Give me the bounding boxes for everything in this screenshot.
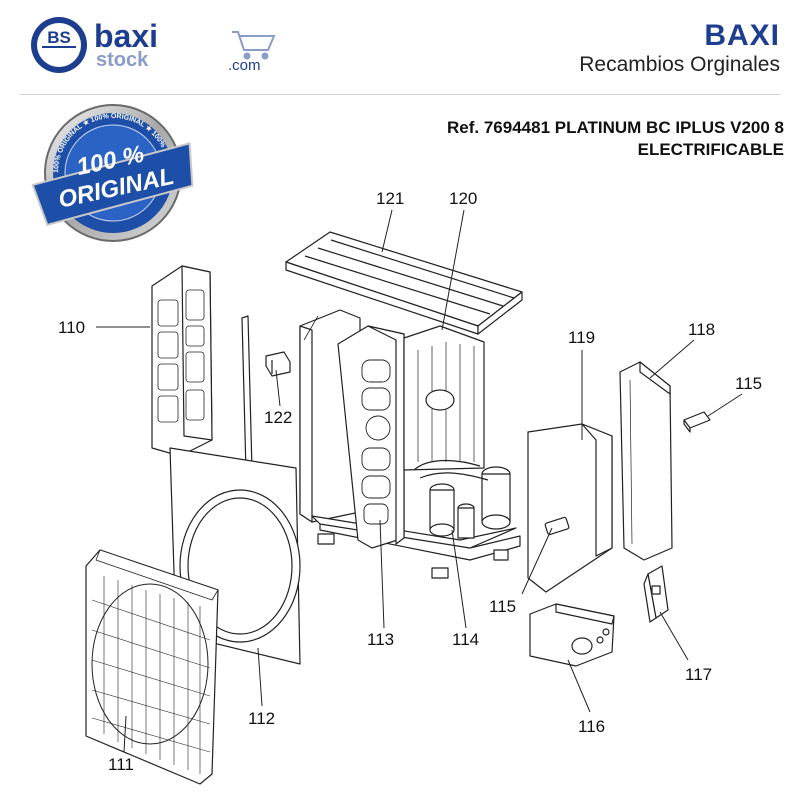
part-bracket[interactable] (643, 565, 669, 623)
part-main-chassis[interactable] (299, 309, 521, 579)
part-left-side-grille[interactable] (151, 265, 213, 457)
callout-118: 118 (688, 320, 715, 339)
brand-name: BAXI (704, 19, 780, 52)
callout-117: 117 (685, 665, 712, 684)
leader-122 (275, 369, 281, 407)
leader-113 (379, 519, 385, 629)
callout-113: 113 (367, 630, 394, 649)
callout-115-left: 115 (489, 597, 516, 616)
reference-line-1: Ref. 7694481 PLATINUM BC IPLUS V200 8 (447, 118, 784, 137)
leader-115-right (707, 393, 743, 417)
logo-inner-circle (37, 23, 81, 67)
leader-116 (567, 659, 591, 713)
leader-111 (123, 715, 127, 753)
part-fan-grille[interactable] (85, 549, 219, 785)
shopping-cart-icon (232, 31, 276, 60)
part-heat-exchanger[interactable] (403, 325, 485, 471)
brand-block: BAXI Recambios Orginales (579, 20, 780, 78)
logo-wordmark-top: baxi (94, 18, 158, 54)
callout-110: 110 (58, 318, 85, 337)
part-central-partition[interactable] (337, 325, 405, 549)
callout-114: 114 (452, 630, 479, 649)
callout-116: 116 (578, 717, 605, 736)
callout-112: 112 (248, 709, 275, 728)
leader-lines (96, 209, 743, 753)
leader-121 (381, 209, 393, 253)
original-seal-badge: 100% ORIGINAL ★ 100% ORIGINAL ★ 100% ORI… (31, 104, 194, 242)
callout-119: 119 (568, 328, 595, 347)
callout-120: 120 (449, 189, 477, 208)
callout-121: 121 (376, 189, 404, 208)
leader-120 (441, 209, 465, 331)
part-small-clip[interactable] (265, 351, 291, 377)
logo-domain: .com (228, 57, 261, 74)
header-divider (20, 94, 780, 95)
callout-labels: 121 120 110 119 118 115 122 115 113 114 … (58, 189, 762, 774)
part-corner-post[interactable] (241, 315, 253, 473)
part-right-side-panel[interactable] (527, 423, 613, 593)
baxistock-logo[interactable]: BS baxi stock .com (28, 14, 288, 76)
callout-111: 111 (108, 755, 134, 774)
part-front-panel[interactable] (169, 447, 301, 665)
leader-115-left (521, 527, 553, 595)
part-electrical-box[interactable] (529, 603, 615, 667)
reference-title: Ref. 7694481 PLATINUM BC IPLUS V200 8 EL… (447, 117, 784, 161)
leader-114 (451, 529, 467, 629)
brand-subtitle: Recambios Orginales (579, 53, 780, 76)
part-top-cover[interactable] (285, 231, 523, 335)
logo-wordmark-bottom: stock (96, 49, 149, 71)
part-handle-115-right[interactable] (683, 411, 711, 433)
leader-118 (649, 339, 695, 379)
callout-115-right: 115 (735, 374, 762, 393)
callout-122: 122 (264, 408, 292, 427)
reference-line-2: ELECTRIFICABLE (637, 140, 784, 159)
logo-letters: BS (47, 28, 71, 47)
part-side-cover[interactable] (619, 361, 673, 561)
leader-112 (257, 647, 263, 707)
leader-117 (659, 611, 689, 661)
part-compressor-assembly[interactable] (413, 459, 511, 539)
